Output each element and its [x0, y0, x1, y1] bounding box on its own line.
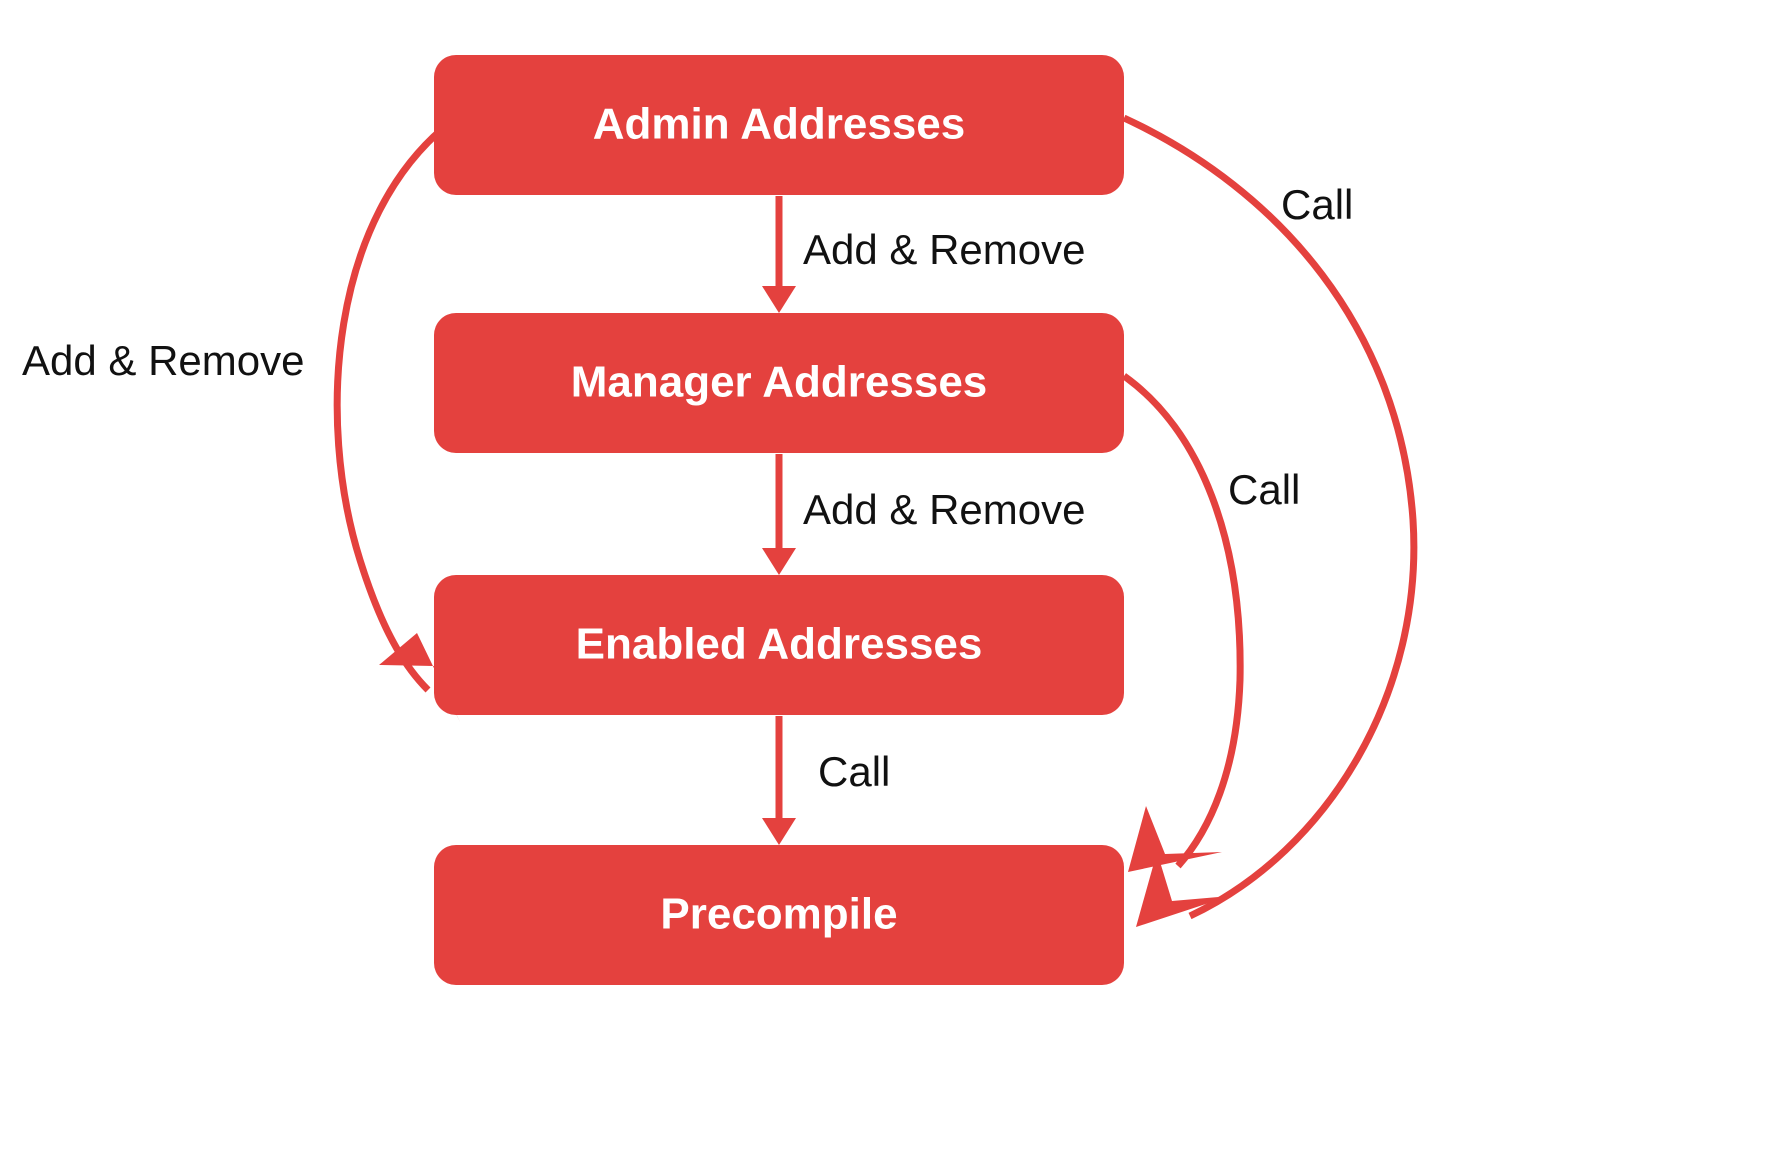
- node-enabled-addresses-label: Enabled Addresses: [576, 620, 983, 669]
- node-precompile-label: Precompile: [660, 890, 897, 939]
- node-admin-addresses-rect[interactable]: [434, 55, 1124, 195]
- edge-manager-to-precompile-arrowhead: [1128, 806, 1222, 872]
- edge-label-enabled-to-precompile: Call: [818, 748, 890, 795]
- edge-manager-to-enabled: Add & Remove: [762, 454, 1085, 575]
- node-enabled-addresses[interactable]: Enabled Addresses: [434, 575, 1124, 715]
- node-precompile[interactable]: Precompile: [434, 845, 1124, 985]
- edge-label-admin-to-manager: Add & Remove: [803, 226, 1085, 273]
- edge-admin-to-manager: Add & Remove: [762, 196, 1085, 313]
- edge-admin-to-enabled-arrowhead: [379, 633, 460, 722]
- edge-enabled-to-precompile: Call: [762, 716, 890, 845]
- edge-label-admin-to-precompile: Call: [1281, 181, 1353, 228]
- edge-admin-to-precompile: Call: [1122, 114, 1418, 927]
- edge-admin-to-precompile-arrowhead: [1136, 852, 1230, 927]
- node-manager-addresses-label: Manager Addresses: [571, 358, 988, 407]
- edge-enabled-to-precompile-arrowhead: [762, 818, 796, 845]
- edge-manager-to-enabled-arrowhead: [762, 548, 796, 575]
- node-admin-addresses[interactable]: Admin Addresses: [434, 55, 1124, 195]
- edge-manager-to-precompile-path: [1121, 373, 1244, 869]
- node-manager-addresses[interactable]: Manager Addresses: [434, 313, 1124, 453]
- node-manager-addresses-rect[interactable]: [434, 313, 1124, 453]
- edge-admin-to-manager-arrowhead: [762, 286, 796, 313]
- edge-admin-to-enabled: Add & Remove: [22, 118, 460, 722]
- edge-label-manager-to-precompile: Call: [1228, 466, 1300, 513]
- edge-label-manager-to-enabled: Add & Remove: [803, 486, 1085, 533]
- node-enabled-addresses-rect[interactable]: [434, 575, 1124, 715]
- edge-manager-to-precompile: Call: [1121, 373, 1300, 872]
- node-admin-addresses-label: Admin Addresses: [593, 100, 965, 149]
- node-precompile-rect[interactable]: [434, 845, 1124, 985]
- edge-admin-to-precompile-path: [1122, 114, 1418, 920]
- edge-label-admin-to-enabled: Add & Remove: [22, 337, 304, 384]
